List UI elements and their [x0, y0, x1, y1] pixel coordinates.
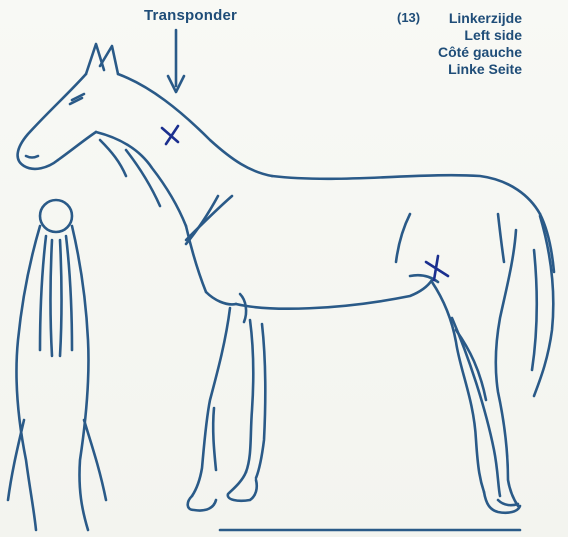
transponder-mark — [162, 126, 178, 144]
horse-side-outline — [18, 44, 554, 530]
horse-front-view — [8, 200, 106, 530]
transponder-arrow — [168, 30, 184, 92]
